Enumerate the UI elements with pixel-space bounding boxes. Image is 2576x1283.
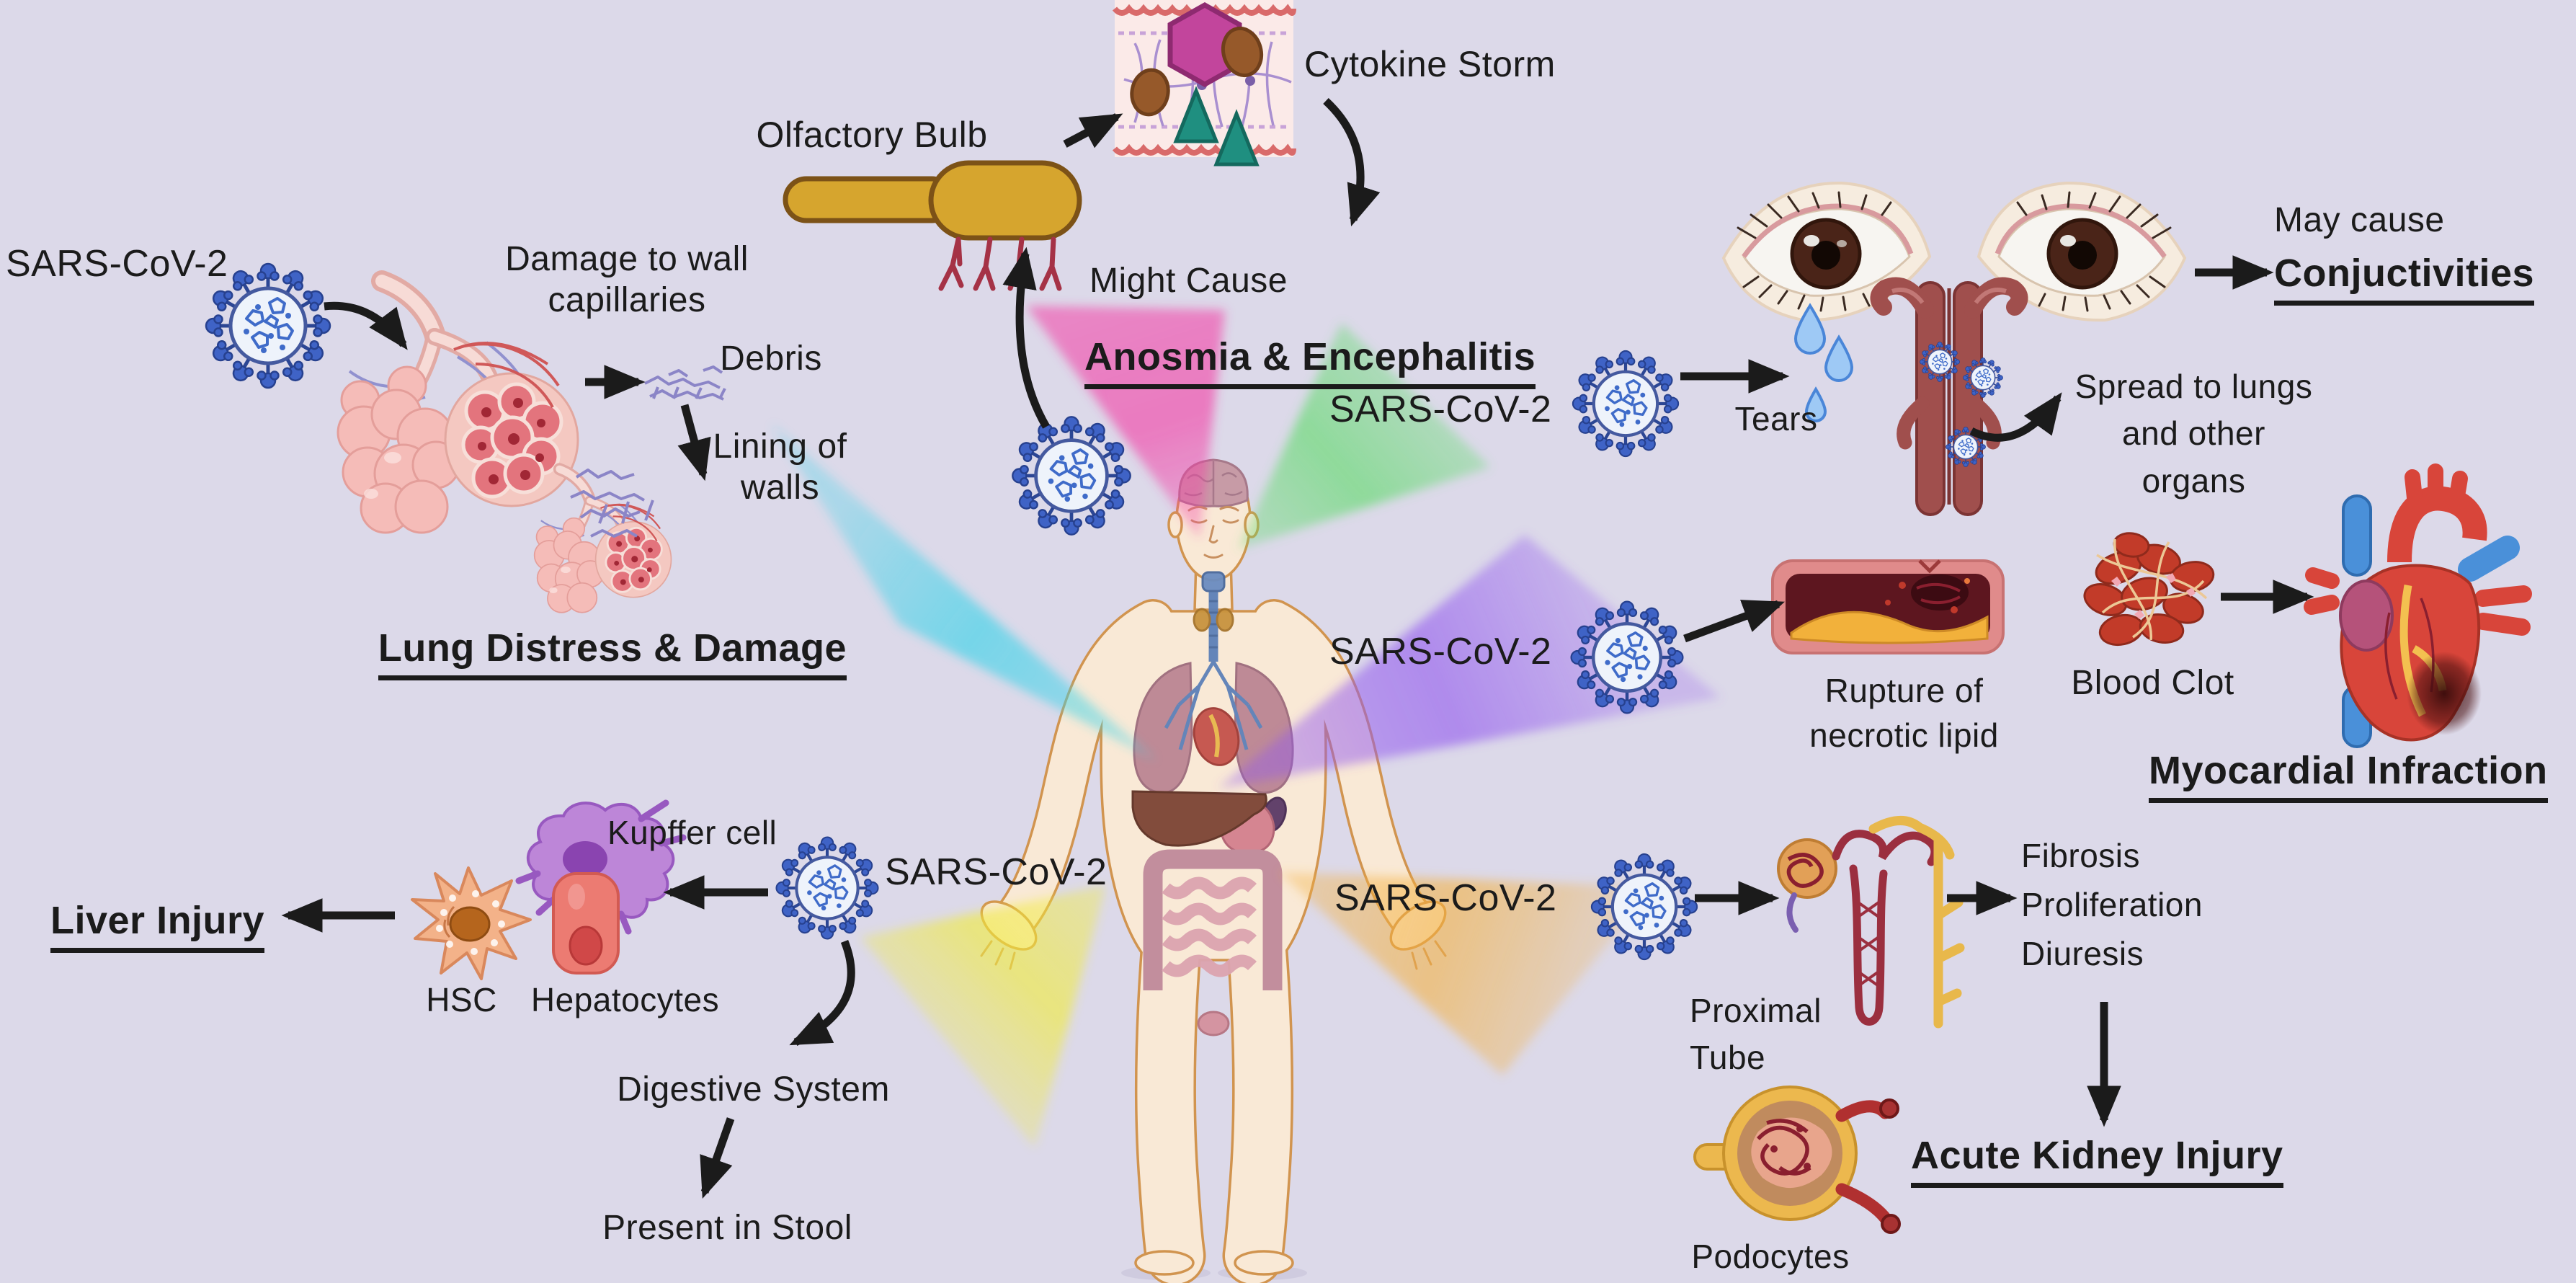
sars-cov-2-virus-icon bbox=[1012, 417, 1130, 534]
lung-distress-heading: Lung Distress & Damage bbox=[360, 626, 865, 684]
olfactory-bulb-illustration bbox=[783, 160, 1082, 291]
may-cause-label: May cause bbox=[2274, 201, 2445, 239]
lung-distress-heading-text: Lung Distress & Damage bbox=[378, 626, 847, 680]
radiating-beams bbox=[771, 306, 1721, 1147]
beam-brain bbox=[1026, 306, 1225, 539]
digestive-system-label: Digestive System bbox=[617, 1070, 890, 1109]
sars-cov-2-label-liver: SARS-CoV-2 bbox=[885, 851, 1107, 893]
debris-label: Debris bbox=[720, 339, 822, 378]
hepatocytes-label: Hepatocytes bbox=[530, 981, 720, 1018]
sars-cov-2-label-lungs: SARS-CoV-2 bbox=[6, 243, 228, 285]
conjuctivities-heading: Conjuctivities bbox=[2274, 251, 2535, 306]
beam-lungs bbox=[771, 424, 1157, 761]
podocytes-label: Podocytes bbox=[1691, 1238, 1850, 1275]
liver-injury-heading: Liver Injury bbox=[50, 898, 265, 953]
tears-label: Tears bbox=[1734, 400, 1818, 438]
acute-kidney-injury-heading: Acute Kidney Injury bbox=[1911, 1133, 2283, 1188]
rupture-necrotic-label: Rupture of necrotic lipid bbox=[1809, 672, 1999, 754]
anosmia-encephalitis-heading: Anosmia & Encephalitis bbox=[1084, 334, 1536, 389]
olfactory-bulb-label: Olfactory Bulb bbox=[756, 115, 988, 155]
podocyte-illustration bbox=[1693, 1086, 1901, 1234]
blood-clot-illustration bbox=[2083, 532, 2215, 647]
hsc-label: HSC bbox=[426, 981, 497, 1018]
kupffer-cell-label: Kupffer cell bbox=[607, 814, 777, 851]
myocardial-infraction-heading: Myocardial Infraction bbox=[2149, 748, 2548, 803]
cytokine-storm-label: Cytokine Storm bbox=[1304, 44, 1556, 84]
kidney-effect-fibrosis: Fibrosis bbox=[2021, 837, 2141, 874]
brain-tissue-illustration bbox=[1112, 0, 1296, 167]
tear-duct-illustration bbox=[1870, 277, 2028, 516]
internal-organs bbox=[1131, 571, 1294, 1036]
alveoli-damaged-illustration bbox=[535, 469, 672, 613]
kidney-effect-proliferation: Proliferation bbox=[2021, 886, 2203, 923]
beam-eyes bbox=[1238, 323, 1490, 549]
sars-cov-2-label-kidney: SARS-CoV-2 bbox=[1334, 877, 1557, 919]
hepatocyte-illustration bbox=[552, 872, 620, 975]
beam-kidney bbox=[1279, 872, 1654, 1075]
might-cause-label: Might Cause bbox=[1089, 262, 1288, 300]
beam-heart bbox=[1218, 535, 1721, 789]
spread-to-lungs-label: Spread to lungs and other organs bbox=[2074, 368, 2313, 500]
present-in-stool-label: Present in Stool bbox=[602, 1209, 852, 1247]
blood-clot-label: Blood Clot bbox=[2071, 664, 2234, 702]
blood-vessel-illustration bbox=[1771, 559, 2005, 654]
sars-cov-2-label-eyes: SARS-CoV-2 bbox=[1329, 389, 1552, 430]
heart-illustration bbox=[2304, 463, 2532, 748]
sars-cov-2-virus-icon bbox=[776, 837, 878, 938]
beam-liver bbox=[860, 885, 1106, 1147]
debris-illustration bbox=[644, 365, 726, 401]
hsc-cell-illustration bbox=[411, 866, 532, 980]
tear-drops bbox=[1793, 303, 1854, 422]
kidney-effect-diuresis: Diuresis bbox=[2021, 935, 2144, 972]
eyes-illustration bbox=[1721, 181, 2187, 516]
nephron-illustration bbox=[1777, 816, 1965, 1029]
damage-wall-label: Damage to wall capillaries bbox=[505, 240, 749, 319]
lining-of-walls-label: Lining of walls bbox=[713, 427, 847, 507]
proximal-tube-label: Proximal Tube bbox=[1690, 992, 1822, 1077]
flow-arrows bbox=[281, 97, 2314, 1199]
sars-cov-2-label-heart: SARS-CoV-2 bbox=[1329, 631, 1552, 672]
